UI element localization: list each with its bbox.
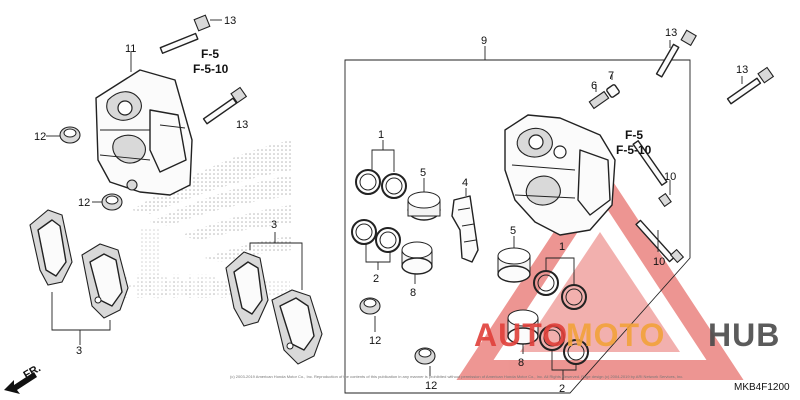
label-13: 13 — [224, 15, 236, 27]
slide-pin-10-upper — [632, 140, 672, 208]
label-13: 13 — [736, 64, 748, 76]
piston-8-right — [507, 309, 539, 354]
ref-code: F-5-10 — [616, 143, 652, 157]
piston-seals-upper — [355, 169, 407, 199]
piston-seals-lower — [351, 219, 401, 253]
svg-text:HONDA: HONDA — [120, 268, 245, 306]
label-1: 1 — [378, 129, 384, 141]
piston-8-center — [401, 241, 433, 284]
label-8: 8 — [518, 357, 524, 369]
label-2: 2 — [373, 273, 379, 285]
brake-pads-center — [225, 251, 323, 365]
label-12: 12 — [425, 380, 437, 392]
label-2: 2 — [559, 383, 565, 395]
bolt-13-right-top — [655, 29, 697, 78]
seal-12-bottom-b — [414, 347, 436, 376]
bleeder-cap-7 — [606, 74, 620, 98]
piston-5-center — [407, 178, 441, 221]
label-10: 10 — [653, 256, 665, 268]
caliper-body-left — [95, 69, 193, 196]
label-12: 12 — [78, 197, 90, 209]
svg-text:MOTO: MOTO — [566, 317, 665, 353]
copyright-text: (c) 2003-2019 American Honda Motor Co., … — [230, 374, 683, 379]
label-13: 13 — [665, 27, 677, 39]
watermark-logo: AUTO MOTO HUB — [474, 317, 780, 353]
ref-code: F-5 — [201, 47, 219, 61]
label-9: 9 — [481, 35, 487, 47]
label-1: 1 — [559, 241, 565, 253]
brake-pads-left — [29, 209, 129, 319]
ref-code: F-5-10 — [193, 62, 229, 76]
svg-text:AUTO: AUTO — [474, 317, 568, 353]
seal-12-left-lower — [92, 193, 123, 211]
ref-code: F-5 — [625, 128, 643, 142]
caliper-body-right — [504, 114, 616, 236]
label-3: 3 — [76, 345, 82, 357]
label-13: 13 — [236, 119, 248, 131]
bleeder-valve-6 — [588, 84, 610, 110]
piston-5-right — [497, 236, 531, 283]
seal-12-bottom-a — [359, 297, 381, 332]
label-12: 12 — [34, 131, 46, 143]
svg-text:HUB: HUB — [708, 317, 780, 353]
label-4: 4 — [462, 177, 468, 189]
bolt-13-left-mid — [202, 86, 248, 125]
front-arrow-label: FR. — [22, 362, 43, 381]
label-6: 6 — [591, 80, 597, 92]
diagram-code: MKB4F1200 — [734, 382, 790, 393]
front-arrow-icon — [4, 372, 37, 394]
seal-12-left-upper — [46, 126, 81, 144]
honda-wing-emblem: HONDA — [120, 140, 292, 306]
label-5: 5 — [420, 167, 426, 179]
label-11: 11 — [125, 43, 136, 55]
label-3: 3 — [271, 219, 277, 231]
slide-pin-10-lower — [635, 219, 685, 264]
bolt-13-top — [159, 14, 222, 54]
pad-spring-4 — [451, 188, 479, 263]
bolt-13-right-mid — [726, 66, 775, 105]
label-8: 8 — [410, 287, 416, 299]
label-10: 10 — [664, 171, 676, 183]
label-7: 7 — [608, 70, 614, 82]
label-12: 12 — [369, 335, 381, 347]
label-5: 5 — [510, 225, 516, 237]
